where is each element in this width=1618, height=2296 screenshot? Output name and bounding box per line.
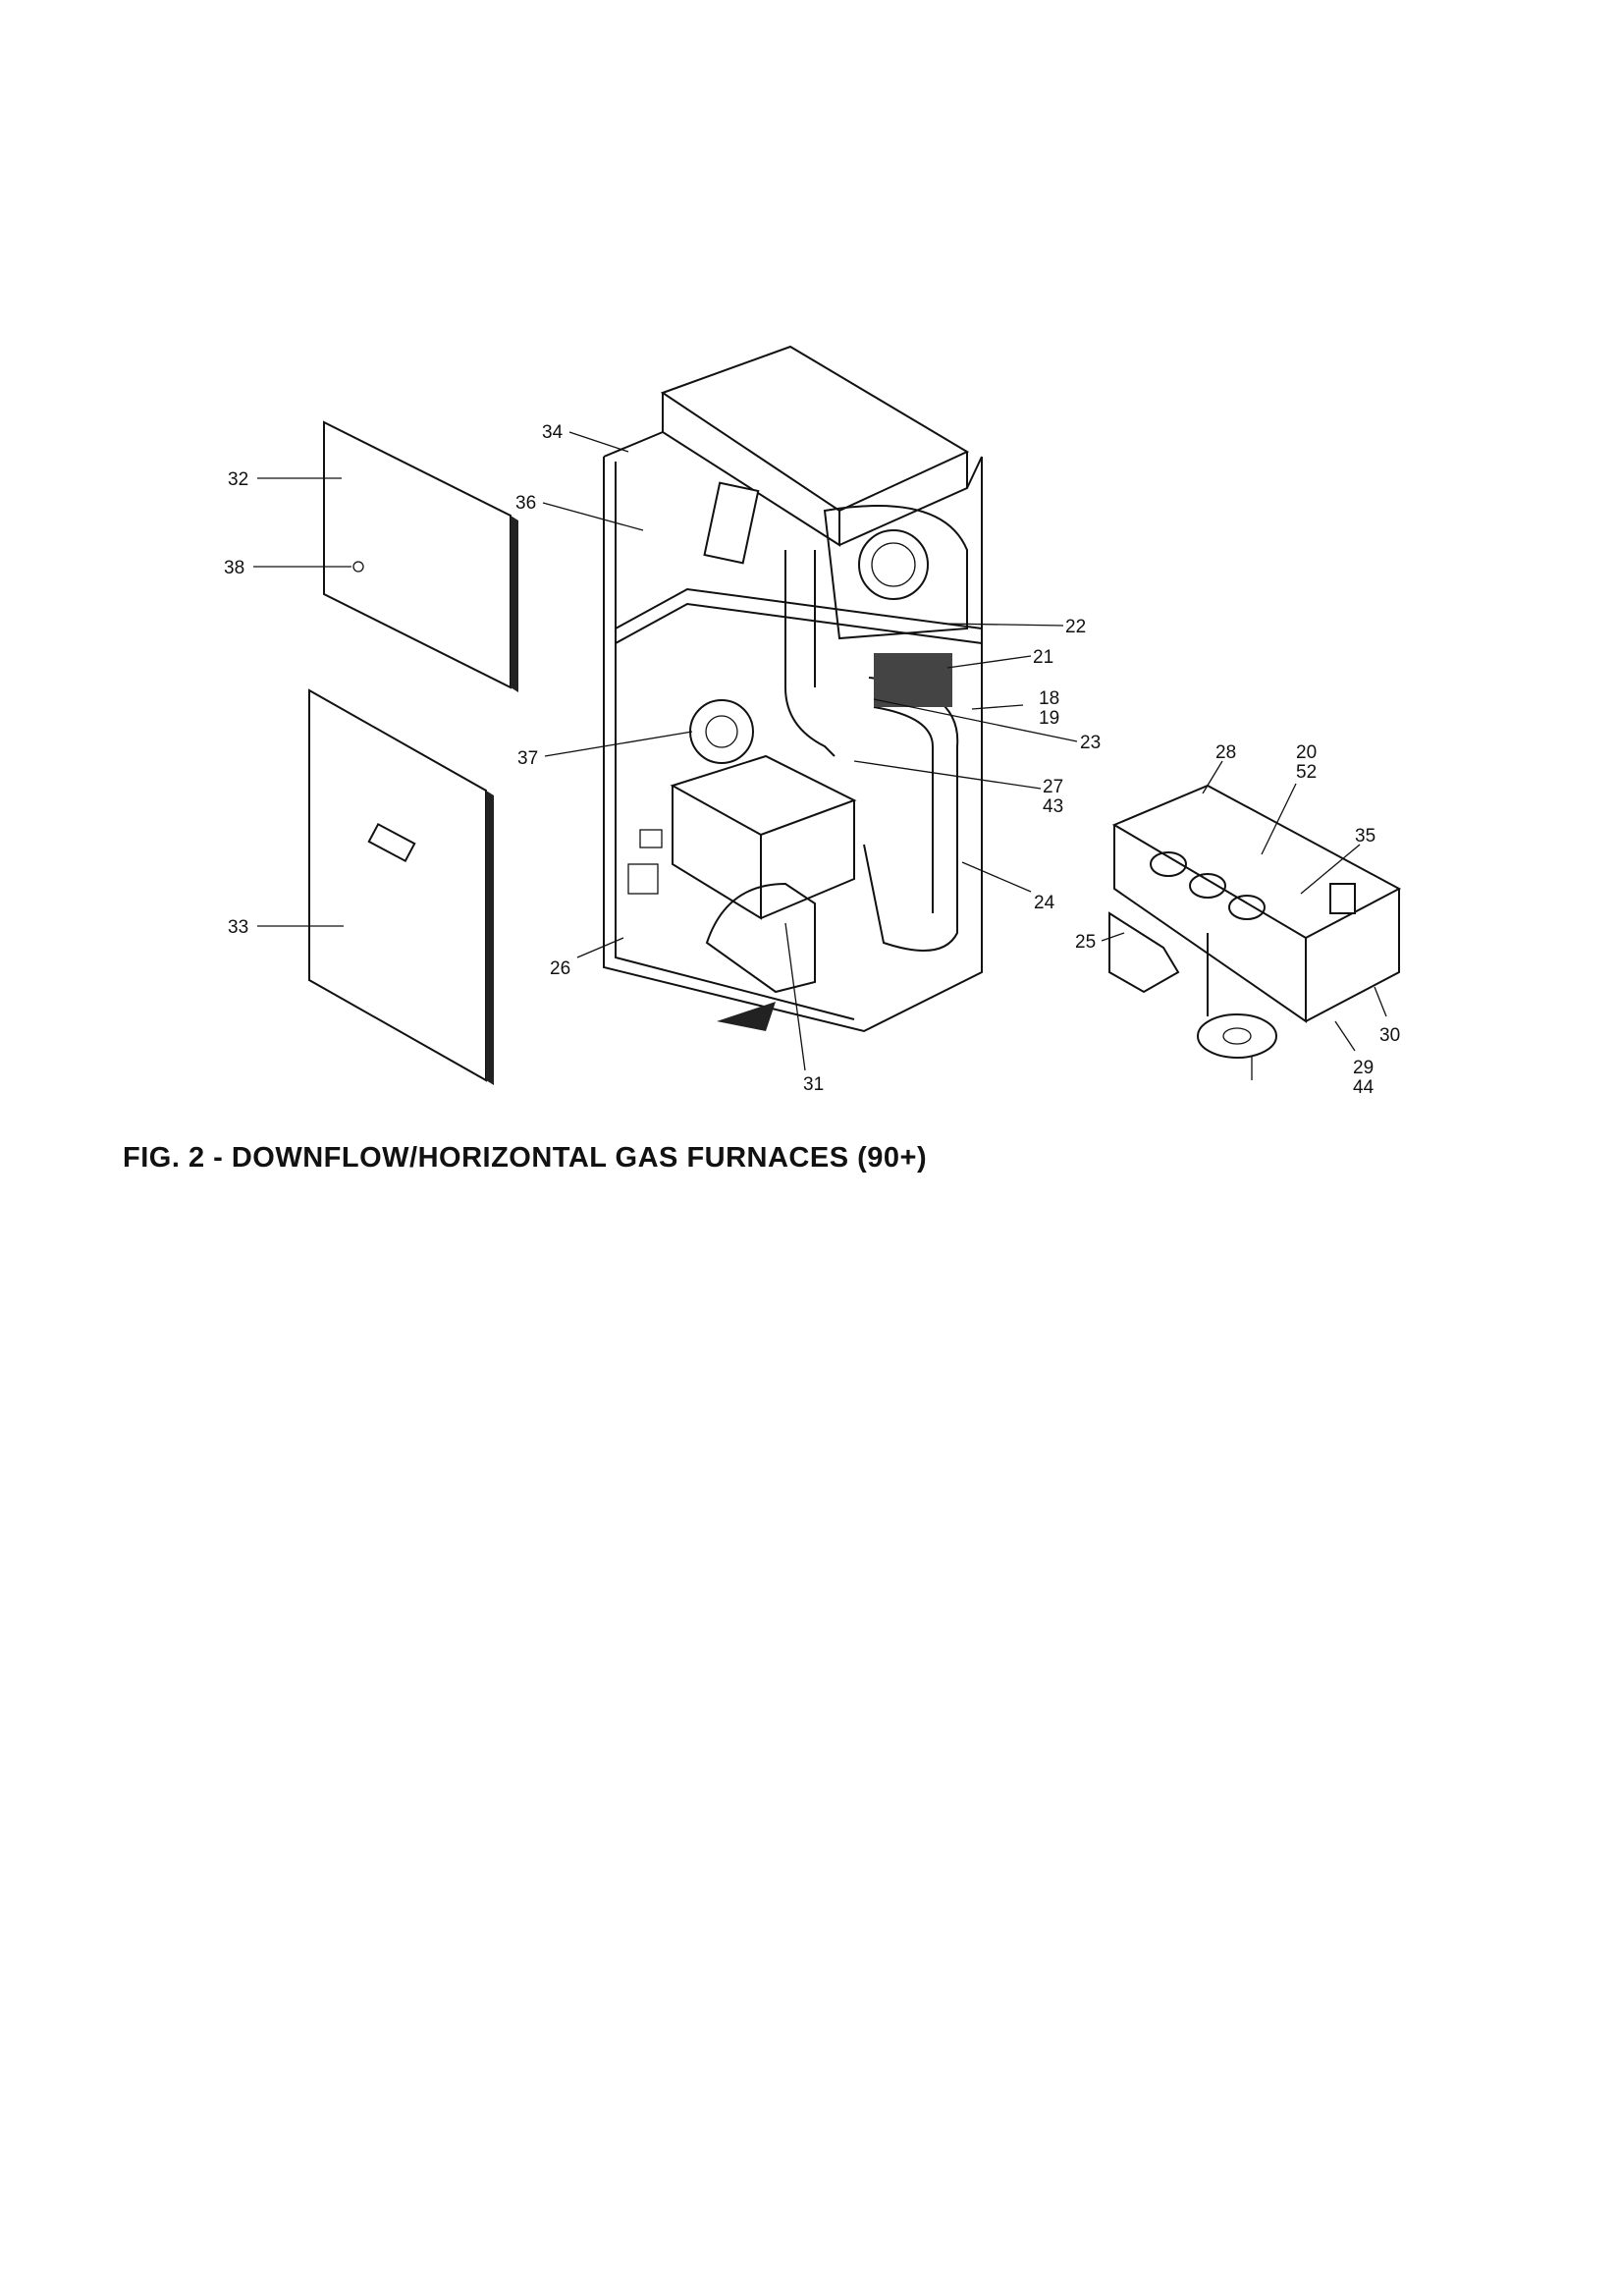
callout-25: 25 bbox=[1075, 932, 1096, 953]
callout-20: 20 bbox=[1296, 742, 1317, 763]
callout-23: 23 bbox=[1080, 733, 1101, 753]
callout-30: 30 bbox=[1379, 1025, 1400, 1046]
callout-37: 37 bbox=[517, 748, 538, 769]
callout-44: 44 bbox=[1353, 1077, 1375, 1098]
lower-door-panel bbox=[308, 688, 494, 1085]
callout-24: 24 bbox=[1034, 893, 1055, 913]
callouts: 32 38 33 34 36 37 26 31 22 21 18 19 23 2… bbox=[224, 422, 1400, 1098]
callout-21: 21 bbox=[1033, 647, 1053, 668]
callout-36: 36 bbox=[515, 493, 536, 514]
door-handle-icon bbox=[367, 822, 416, 863]
callout-33: 33 bbox=[228, 917, 248, 938]
burner-assembly bbox=[1108, 784, 1402, 1059]
furnace-cabinet bbox=[603, 345, 983, 1033]
callout-34: 34 bbox=[542, 422, 564, 443]
callout-52: 52 bbox=[1296, 762, 1317, 783]
callout-29: 29 bbox=[1353, 1058, 1374, 1078]
callout-31: 31 bbox=[803, 1074, 824, 1095]
callout-26: 26 bbox=[550, 958, 570, 979]
callout-19: 19 bbox=[1039, 708, 1059, 729]
callout-43: 43 bbox=[1043, 796, 1063, 817]
leader-lines bbox=[253, 431, 1387, 1080]
callout-38: 38 bbox=[224, 558, 244, 578]
callout-18: 18 bbox=[1039, 688, 1059, 709]
upper-door-panel bbox=[323, 420, 518, 692]
callout-28: 28 bbox=[1215, 742, 1236, 763]
figure-caption: FIG. 2 - DOWNFLOW/HORIZONTAL GAS FURNACE… bbox=[123, 1142, 928, 1174]
callout-32: 32 bbox=[228, 469, 248, 490]
callout-22: 22 bbox=[1065, 617, 1086, 637]
door-hole-icon bbox=[352, 561, 364, 573]
callout-35: 35 bbox=[1355, 826, 1375, 847]
callout-27: 27 bbox=[1043, 777, 1063, 797]
